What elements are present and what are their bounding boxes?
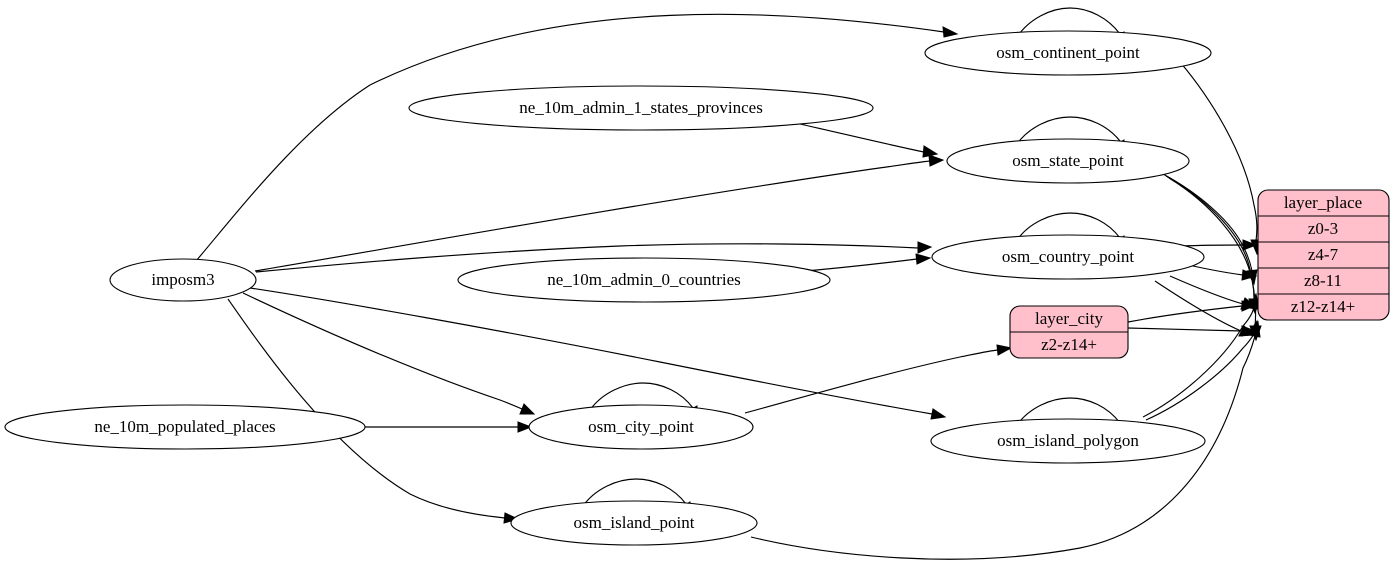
nodes-layer: imposm3 ne_10m_admin_1_states_provinces … xyxy=(4,30,1390,546)
node-ne_10m_populated_places[interactable]: ne_10m_populated_places xyxy=(4,404,366,450)
edge-ne_populated-to-osm_city_point[interactable] xyxy=(364,421,533,433)
node-osm_city_point[interactable]: osm_city_point xyxy=(528,404,754,450)
edge-osm_city_point-to-layer_city-z2-z14[interactable] xyxy=(744,344,1013,414)
node-osm_country_point[interactable]: osm_country_point xyxy=(931,234,1205,280)
node-layer_place[interactable]: layer_place z0-3 z4-7 z8-11 z12-z14+ xyxy=(1257,189,1390,321)
node-osm_island_polygon[interactable]: osm_island_polygon xyxy=(930,418,1206,464)
edge-osm_country_point-to-layer_place-z12-z14[interactable] xyxy=(1154,280,1256,337)
edge-osm_country_point-to-layer_place-z4-7[interactable] xyxy=(1183,263,1258,281)
edge-imposm3-to-osm_island_polygon[interactable] xyxy=(249,287,947,420)
edge-osm_island_polygon-to-layer_place-z8-11[interactable] xyxy=(1142,292,1260,418)
edge-osm_island_point-to-layer_place-z12-z14[interactable] xyxy=(750,320,1261,560)
edge-imposm3-to-osm_continent_point[interactable] xyxy=(195,13,959,262)
edge-imposm3-to-osm_country_point[interactable] xyxy=(255,241,933,273)
edge-layer_city-to-layer_place-z12-z14[interactable] xyxy=(1127,325,1257,337)
edge-osm_country_point-to-layer_place-z0-3[interactable] xyxy=(1181,239,1258,251)
edge-ne_countries-to-osm_country_point[interactable] xyxy=(794,253,932,273)
node-layer_city[interactable]: layer_city z2-z14+ xyxy=(1009,305,1129,359)
edge-osm_continent_point-to-layer_place-z0-3[interactable] xyxy=(1179,61,1263,256)
node-ne_10m_admin_0_countries[interactable]: ne_10m_admin_0_countries xyxy=(457,257,831,303)
node-ne_10m_admin_1_states_provinces[interactable]: ne_10m_admin_1_states_provinces xyxy=(408,85,874,131)
edge-ne_states-to-osm_state_point[interactable] xyxy=(799,123,939,158)
node-osm_state_point[interactable]: osm_state_point xyxy=(946,138,1190,184)
node-imposm3[interactable]: imposm3 xyxy=(109,258,257,302)
node-osm_island_point[interactable]: osm_island_point xyxy=(510,500,758,546)
edge-imposm3-to-osm_state_point[interactable] xyxy=(254,154,945,272)
node-osm_continent_point[interactable]: osm_continent_point xyxy=(924,30,1212,76)
edge-imposm3-to-osm_city_point[interactable] xyxy=(242,292,536,415)
edges-layer xyxy=(195,7,1263,560)
